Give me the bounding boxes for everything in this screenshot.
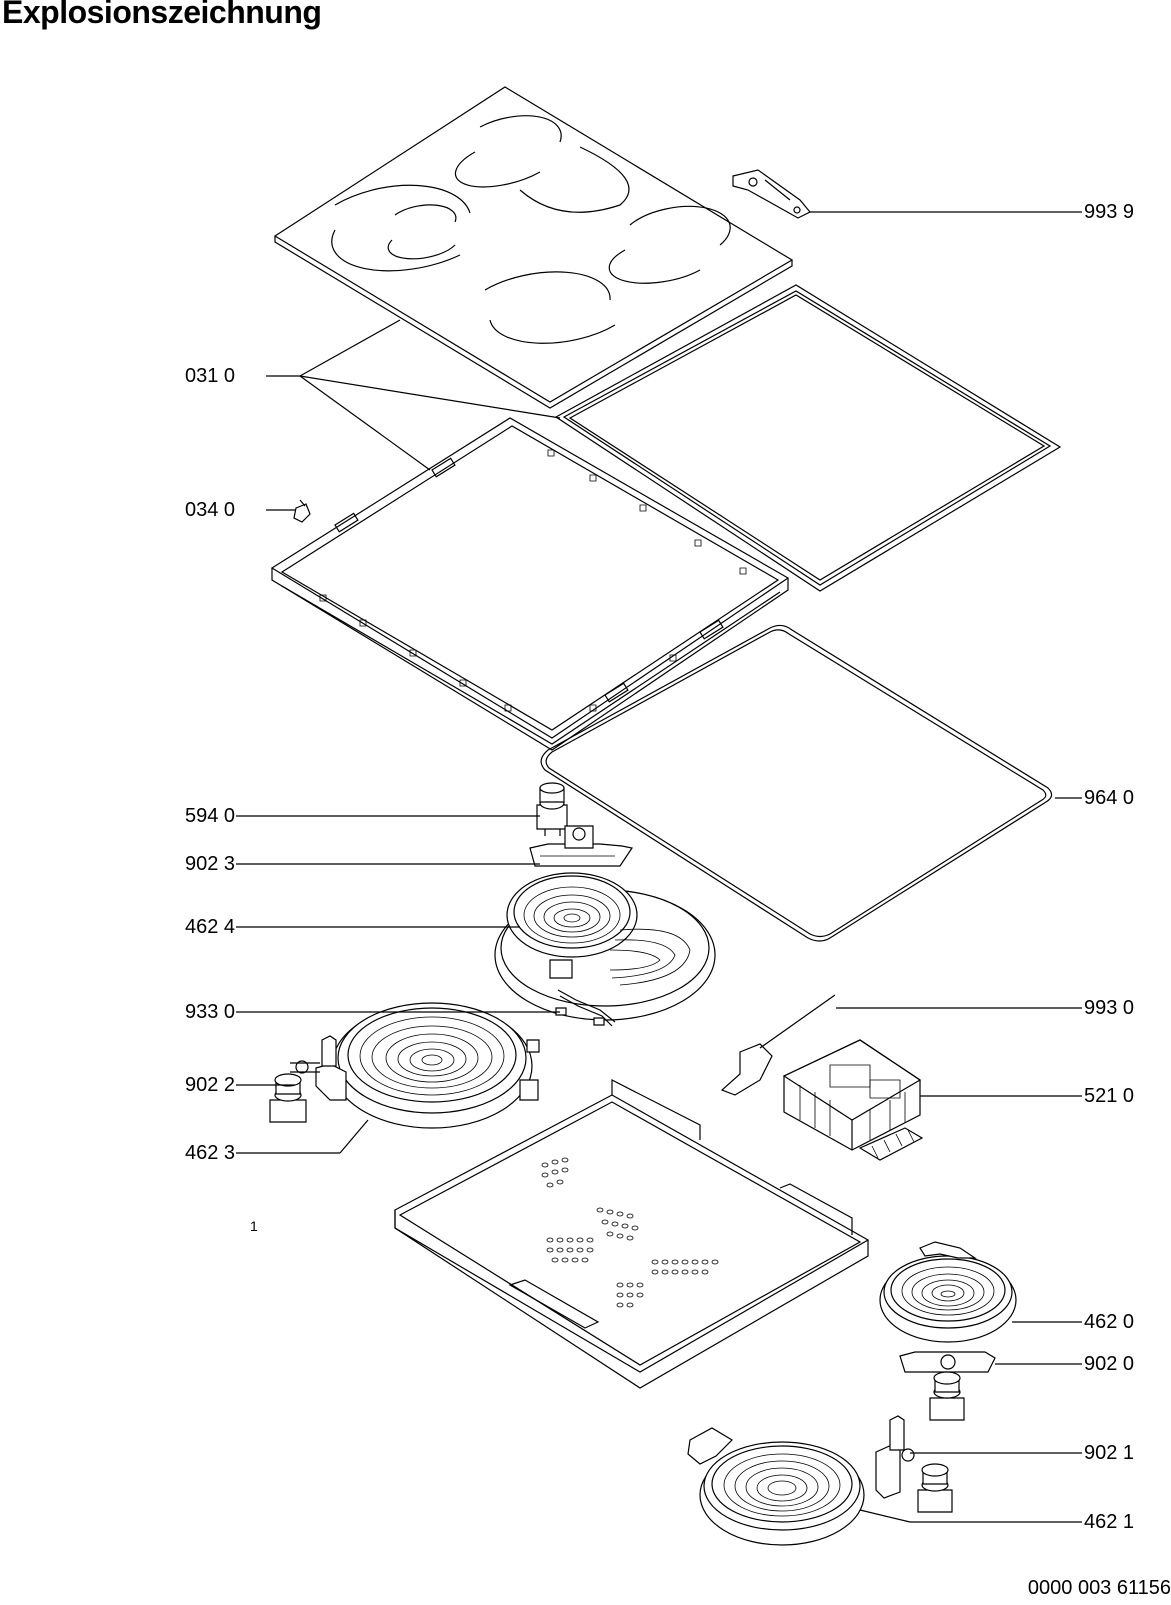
bracket-part-9939 [733,170,810,218]
label-9640: 964 0 [1084,787,1135,809]
label-9022: 902 2 [185,1074,236,1096]
label-4621: 462 1 [1084,1511,1135,1533]
round-heater-4620 [880,1242,1016,1342]
page-title: Explosionszeichnung [2,0,322,30]
label-9330: 933 0 [185,1001,236,1023]
bracket-part-9021 [876,1416,952,1512]
bracket-part-9023 [530,826,632,866]
bracket-part-9022 [270,1036,346,1122]
wire-part-9330 [556,990,615,1026]
label-0310: 031 0 [185,365,236,387]
label-0340: 034 0 [185,499,236,521]
limiter-part-5940 [537,783,567,836]
oval-heater-4624 [495,873,715,1020]
cooktop-frame [272,418,788,750]
bottom-housing [395,1080,868,1388]
label-9930: 993 0 [1084,997,1135,1019]
leader-lines [236,212,1082,1522]
label-9023: 902 3 [185,853,236,875]
round-heater-4623 [332,1003,539,1128]
label-5940: 594 0 [185,805,236,827]
document-number: 0000 003 61156 [1027,1577,1171,1599]
label-1: 1 [250,1218,258,1234]
frame-seal [556,285,1060,591]
bracket-part-9930 [722,995,835,1095]
label-4624: 462 4 [185,916,236,938]
clip-part-0340 [294,500,310,522]
bracket-part-9020 [900,1352,995,1372]
label-9020: 902 0 [1084,1353,1135,1375]
label-9021: 902 1 [1084,1442,1135,1464]
label-9939: 993 9 [1084,201,1135,223]
electronics-box-5210 [784,1040,922,1160]
vent-holes [542,1158,718,1307]
label-4620: 462 0 [1084,1311,1135,1333]
bottom-seal-9640 [541,625,1051,941]
glass-ceramic-top [275,87,792,408]
terminal-block [860,1128,922,1160]
label-4623: 462 3 [185,1142,236,1164]
label-5210: 521 0 [1084,1085,1135,1107]
round-heater-4621 [688,1428,864,1545]
limiter-lower [930,1372,964,1420]
